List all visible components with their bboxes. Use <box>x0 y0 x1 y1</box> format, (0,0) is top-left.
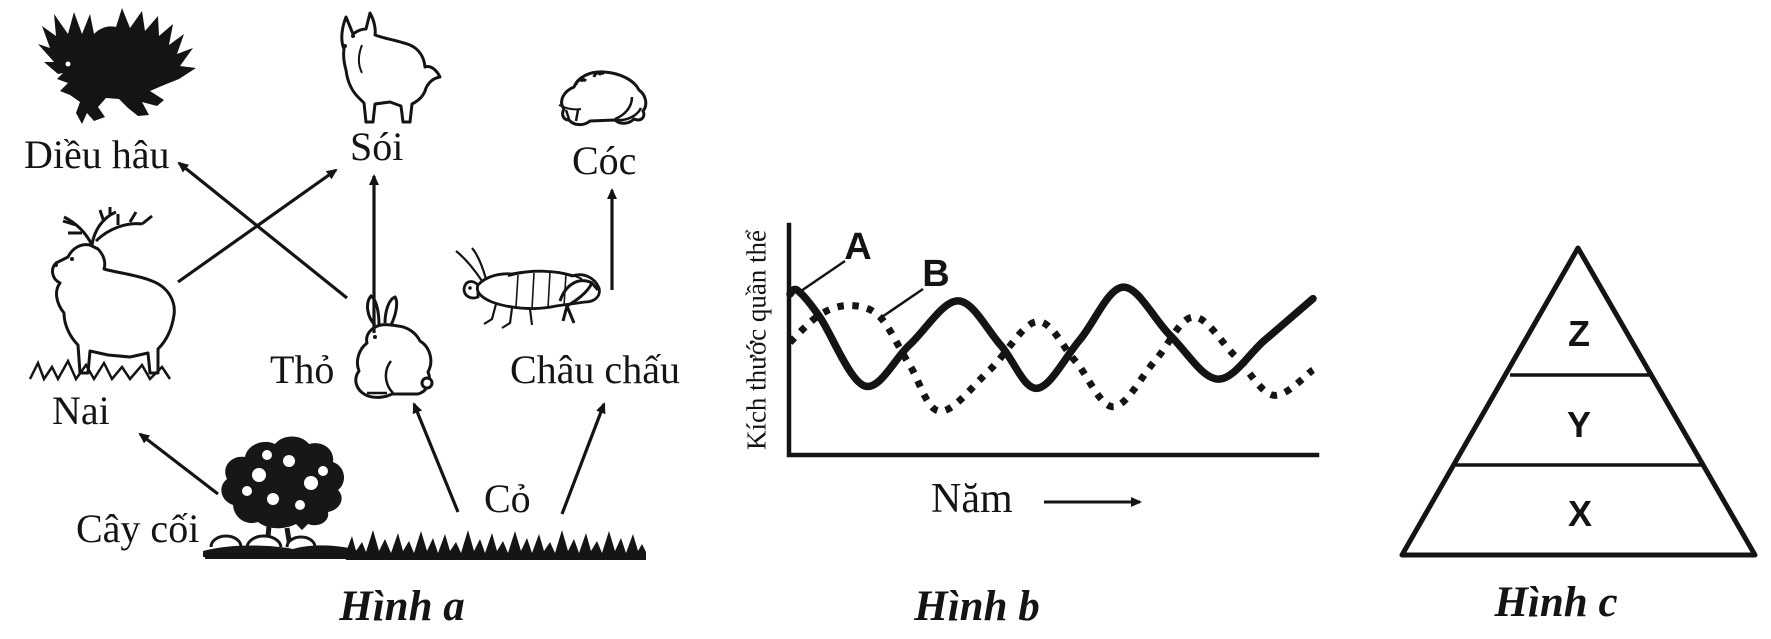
pyramid-level-top: Z <box>1568 313 1590 354</box>
toad-mouth <box>558 104 582 111</box>
arrow-grass-to-rabbit <box>412 402 460 513</box>
deer-eye <box>70 257 74 261</box>
grasshopper-segments <box>515 271 567 310</box>
trees-rocks <box>209 534 317 550</box>
caption-figure-b: Hình b <box>914 583 1040 630</box>
pyramid-triangle <box>1399 245 1758 558</box>
label-grasshopper: Châu chấu <box>510 347 680 392</box>
label-hawk: Diều hâu <box>24 132 170 177</box>
label-wolf: Sói <box>350 124 404 169</box>
y-axis-label: Kích thước quần thể <box>741 229 772 451</box>
label-A-pointer-line <box>800 259 846 293</box>
food-web-arrows <box>138 161 617 515</box>
x-axis-label: Năm <box>931 476 1013 522</box>
grasshopper-hind-leg <box>558 279 600 324</box>
rabbit-haunch <box>384 360 394 394</box>
grass-tufts <box>346 530 646 558</box>
deer-outline <box>51 243 176 375</box>
arrow-trees-to-deer <box>138 432 219 496</box>
label-grass: Cỏ <box>484 476 531 521</box>
rabbit-outline <box>354 323 433 399</box>
toad-icon <box>558 70 648 127</box>
rabbit-eye <box>373 335 377 339</box>
wolf-chest-line <box>358 44 363 74</box>
toad-eyes <box>574 70 606 86</box>
grasshopper-eye <box>468 286 472 290</box>
toad-hind-leg <box>614 96 643 122</box>
deer-antlers <box>62 207 153 246</box>
wolf-outline <box>340 11 442 124</box>
chart-axes <box>786 222 1320 458</box>
wolf-eye <box>351 34 355 38</box>
arrow-grass-to-grasshopper <box>560 402 606 515</box>
toad-front-leg <box>564 109 580 122</box>
trees-foliage-highlights <box>242 450 328 510</box>
caption-figure-a: Hình a <box>339 583 465 630</box>
deer-nose <box>54 263 58 267</box>
toad-pupil-right <box>598 71 602 76</box>
label-B-pointer-line <box>878 287 924 321</box>
hawk-icon <box>38 8 196 124</box>
deer-grass-tufts <box>28 358 172 382</box>
wolf-nose <box>343 44 347 48</box>
label-deer: Nai <box>52 388 110 433</box>
grasshopper-icon <box>455 247 601 329</box>
population-curve-A <box>786 283 1317 393</box>
hawk-silhouette <box>38 8 196 124</box>
rabbit-tail <box>420 376 434 390</box>
deer-icon <box>28 207 176 382</box>
hawk-eye <box>65 61 71 67</box>
arrow-rabbit-to-hawk <box>177 161 349 300</box>
population-curve-B <box>787 301 1316 415</box>
series-label-A: A <box>844 226 872 268</box>
series-label-B: B <box>922 253 950 295</box>
wolf-icon <box>340 11 442 124</box>
grasshopper-legs <box>483 303 534 329</box>
label-rabbit: Thỏ <box>270 347 335 392</box>
grasshopper-wing-line <box>507 270 583 280</box>
pyramid-level-bottom: X <box>1567 493 1593 534</box>
label-trees: Cây cối <box>76 506 200 551</box>
label-toad: Cóc <box>572 138 637 183</box>
grasshopper-head <box>462 280 480 300</box>
trees-canopy <box>221 436 345 530</box>
toad-pupil-left <box>580 78 584 82</box>
ground-bar <box>205 553 646 559</box>
grasshopper-antennae <box>455 247 488 282</box>
pyramid-level-middle: Y <box>1566 404 1592 445</box>
trees-icon <box>203 436 359 557</box>
caption-figure-c: Hình c <box>1494 579 1618 626</box>
